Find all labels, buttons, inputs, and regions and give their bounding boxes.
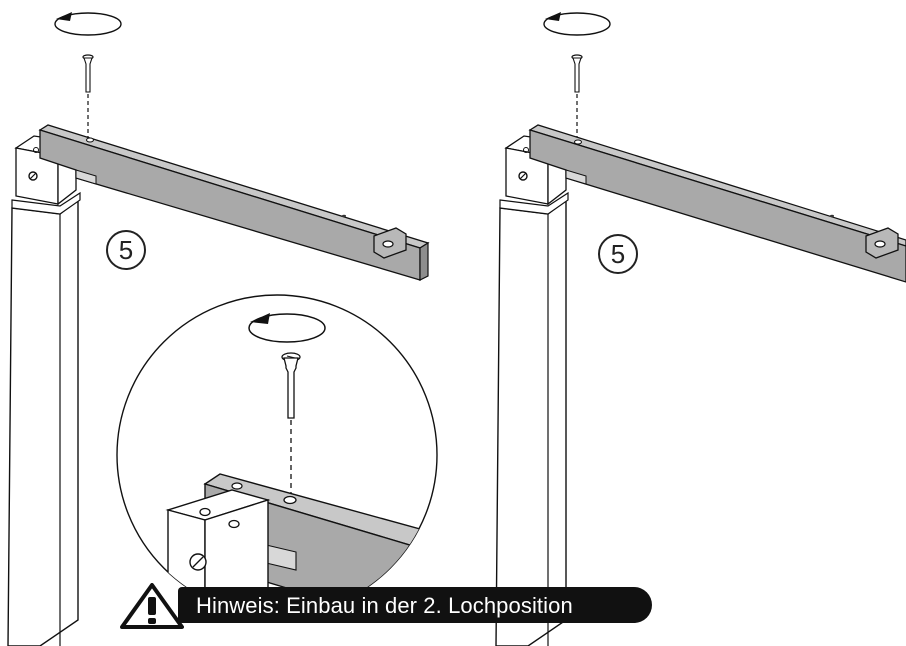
step-number-left: 5 xyxy=(106,230,146,270)
warning-triangle-icon xyxy=(120,583,184,629)
rotate-arrow-icon-detail xyxy=(248,313,326,343)
crossbar-beam xyxy=(38,124,430,281)
screw-icon-right xyxy=(571,54,583,140)
table-leg xyxy=(7,135,81,646)
rotate-arrow-icon xyxy=(54,12,122,36)
crossbar-beam-right xyxy=(528,124,906,283)
step-number-right: 5 xyxy=(598,234,638,274)
screw-icon-detail xyxy=(281,352,301,500)
note-text: Hinweis: Einbau in der 2. Lochposition xyxy=(196,593,573,618)
left-assembly xyxy=(7,12,430,646)
note-banner: Hinweis: Einbau in der 2. Lochposition xyxy=(120,583,652,629)
note-banner-background xyxy=(178,587,652,623)
rotate-arrow-icon-right xyxy=(543,12,611,36)
screw-icon xyxy=(82,54,94,140)
table-leg-right xyxy=(495,135,569,646)
right-assembly xyxy=(495,12,906,646)
